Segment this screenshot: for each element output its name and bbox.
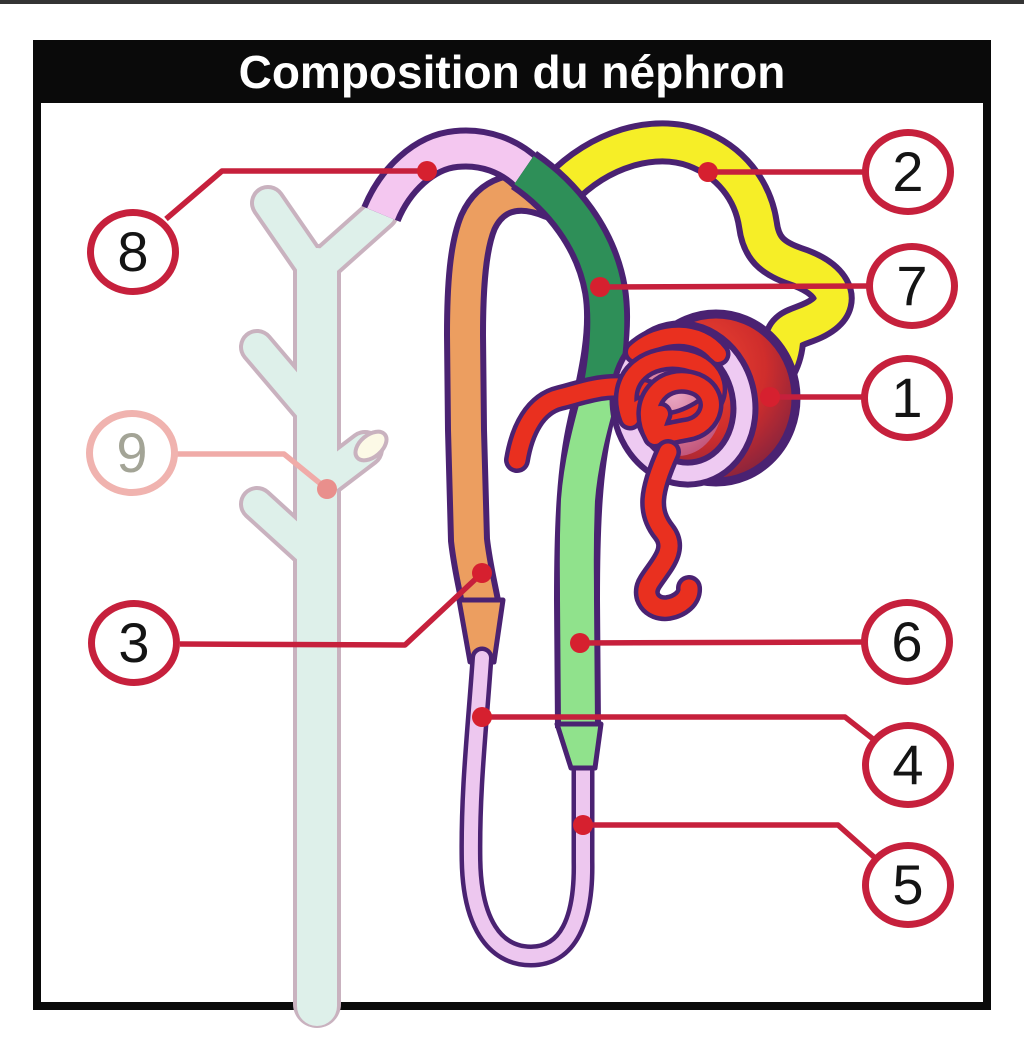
label-circle-3: 3 (88, 600, 180, 686)
label-number: 1 (891, 366, 923, 429)
label-circle-9: 9 (86, 410, 178, 496)
label-circle-5: 5 (862, 842, 954, 928)
ascending-tubule-green (510, 151, 631, 771)
duct-cut-end (353, 429, 389, 463)
label-circle-6: 6 (861, 599, 953, 685)
leader-dot-7 (590, 277, 610, 297)
green-taper (554, 721, 604, 771)
leader-dot-3 (472, 563, 492, 583)
renal-corpuscle (504, 309, 801, 622)
loop-of-henle-thin-tube (459, 646, 595, 968)
label-number: 3 (118, 611, 150, 674)
leader-dot-2 (698, 162, 718, 182)
leader-dot-9 (317, 479, 337, 499)
top-edge-strip (0, 0, 1024, 4)
label-number: 7 (896, 254, 928, 317)
collecting-duct (239, 185, 399, 1028)
label-circle-1: 1 (861, 355, 953, 441)
leader-line-3 (179, 570, 484, 648)
leader-line-9 (176, 451, 329, 492)
leader-line-7 (599, 283, 870, 290)
leader-line-8 (164, 168, 427, 222)
label-number: 2 (892, 140, 924, 203)
label-number: 5 (892, 853, 924, 916)
arteriole-lower (633, 439, 702, 622)
leader-dot-6 (570, 633, 590, 653)
label-number: 4 (892, 733, 924, 796)
label-number: 6 (891, 610, 923, 673)
descending-tubule-orange (443, 171, 573, 665)
page-title: Composition du néphron (238, 45, 786, 98)
distal-tubule-pink (361, 127, 543, 223)
label-circle-2: 2 (862, 129, 954, 215)
capillary-coil (504, 323, 731, 622)
leader-dot-1 (760, 387, 780, 407)
proximal-tubule-yellow (538, 120, 855, 412)
label-circle-4: 4 (862, 722, 954, 808)
leader-lines (164, 168, 876, 860)
leader-dot-8 (417, 161, 437, 181)
leader-dots (317, 161, 780, 835)
label-circle-8: 8 (87, 209, 179, 295)
label-number: 8 (117, 220, 149, 283)
leader-dot-5 (573, 815, 593, 835)
leader-line-6 (579, 639, 863, 646)
leader-dot-4 (472, 707, 492, 727)
leader-line-4 (482, 714, 875, 742)
label-number: 9 (116, 421, 148, 484)
leader-line-5 (583, 822, 876, 860)
label-circle-7: 7 (866, 243, 958, 329)
title-bar: Composition du néphron (33, 40, 991, 103)
orange-taper (456, 597, 506, 665)
